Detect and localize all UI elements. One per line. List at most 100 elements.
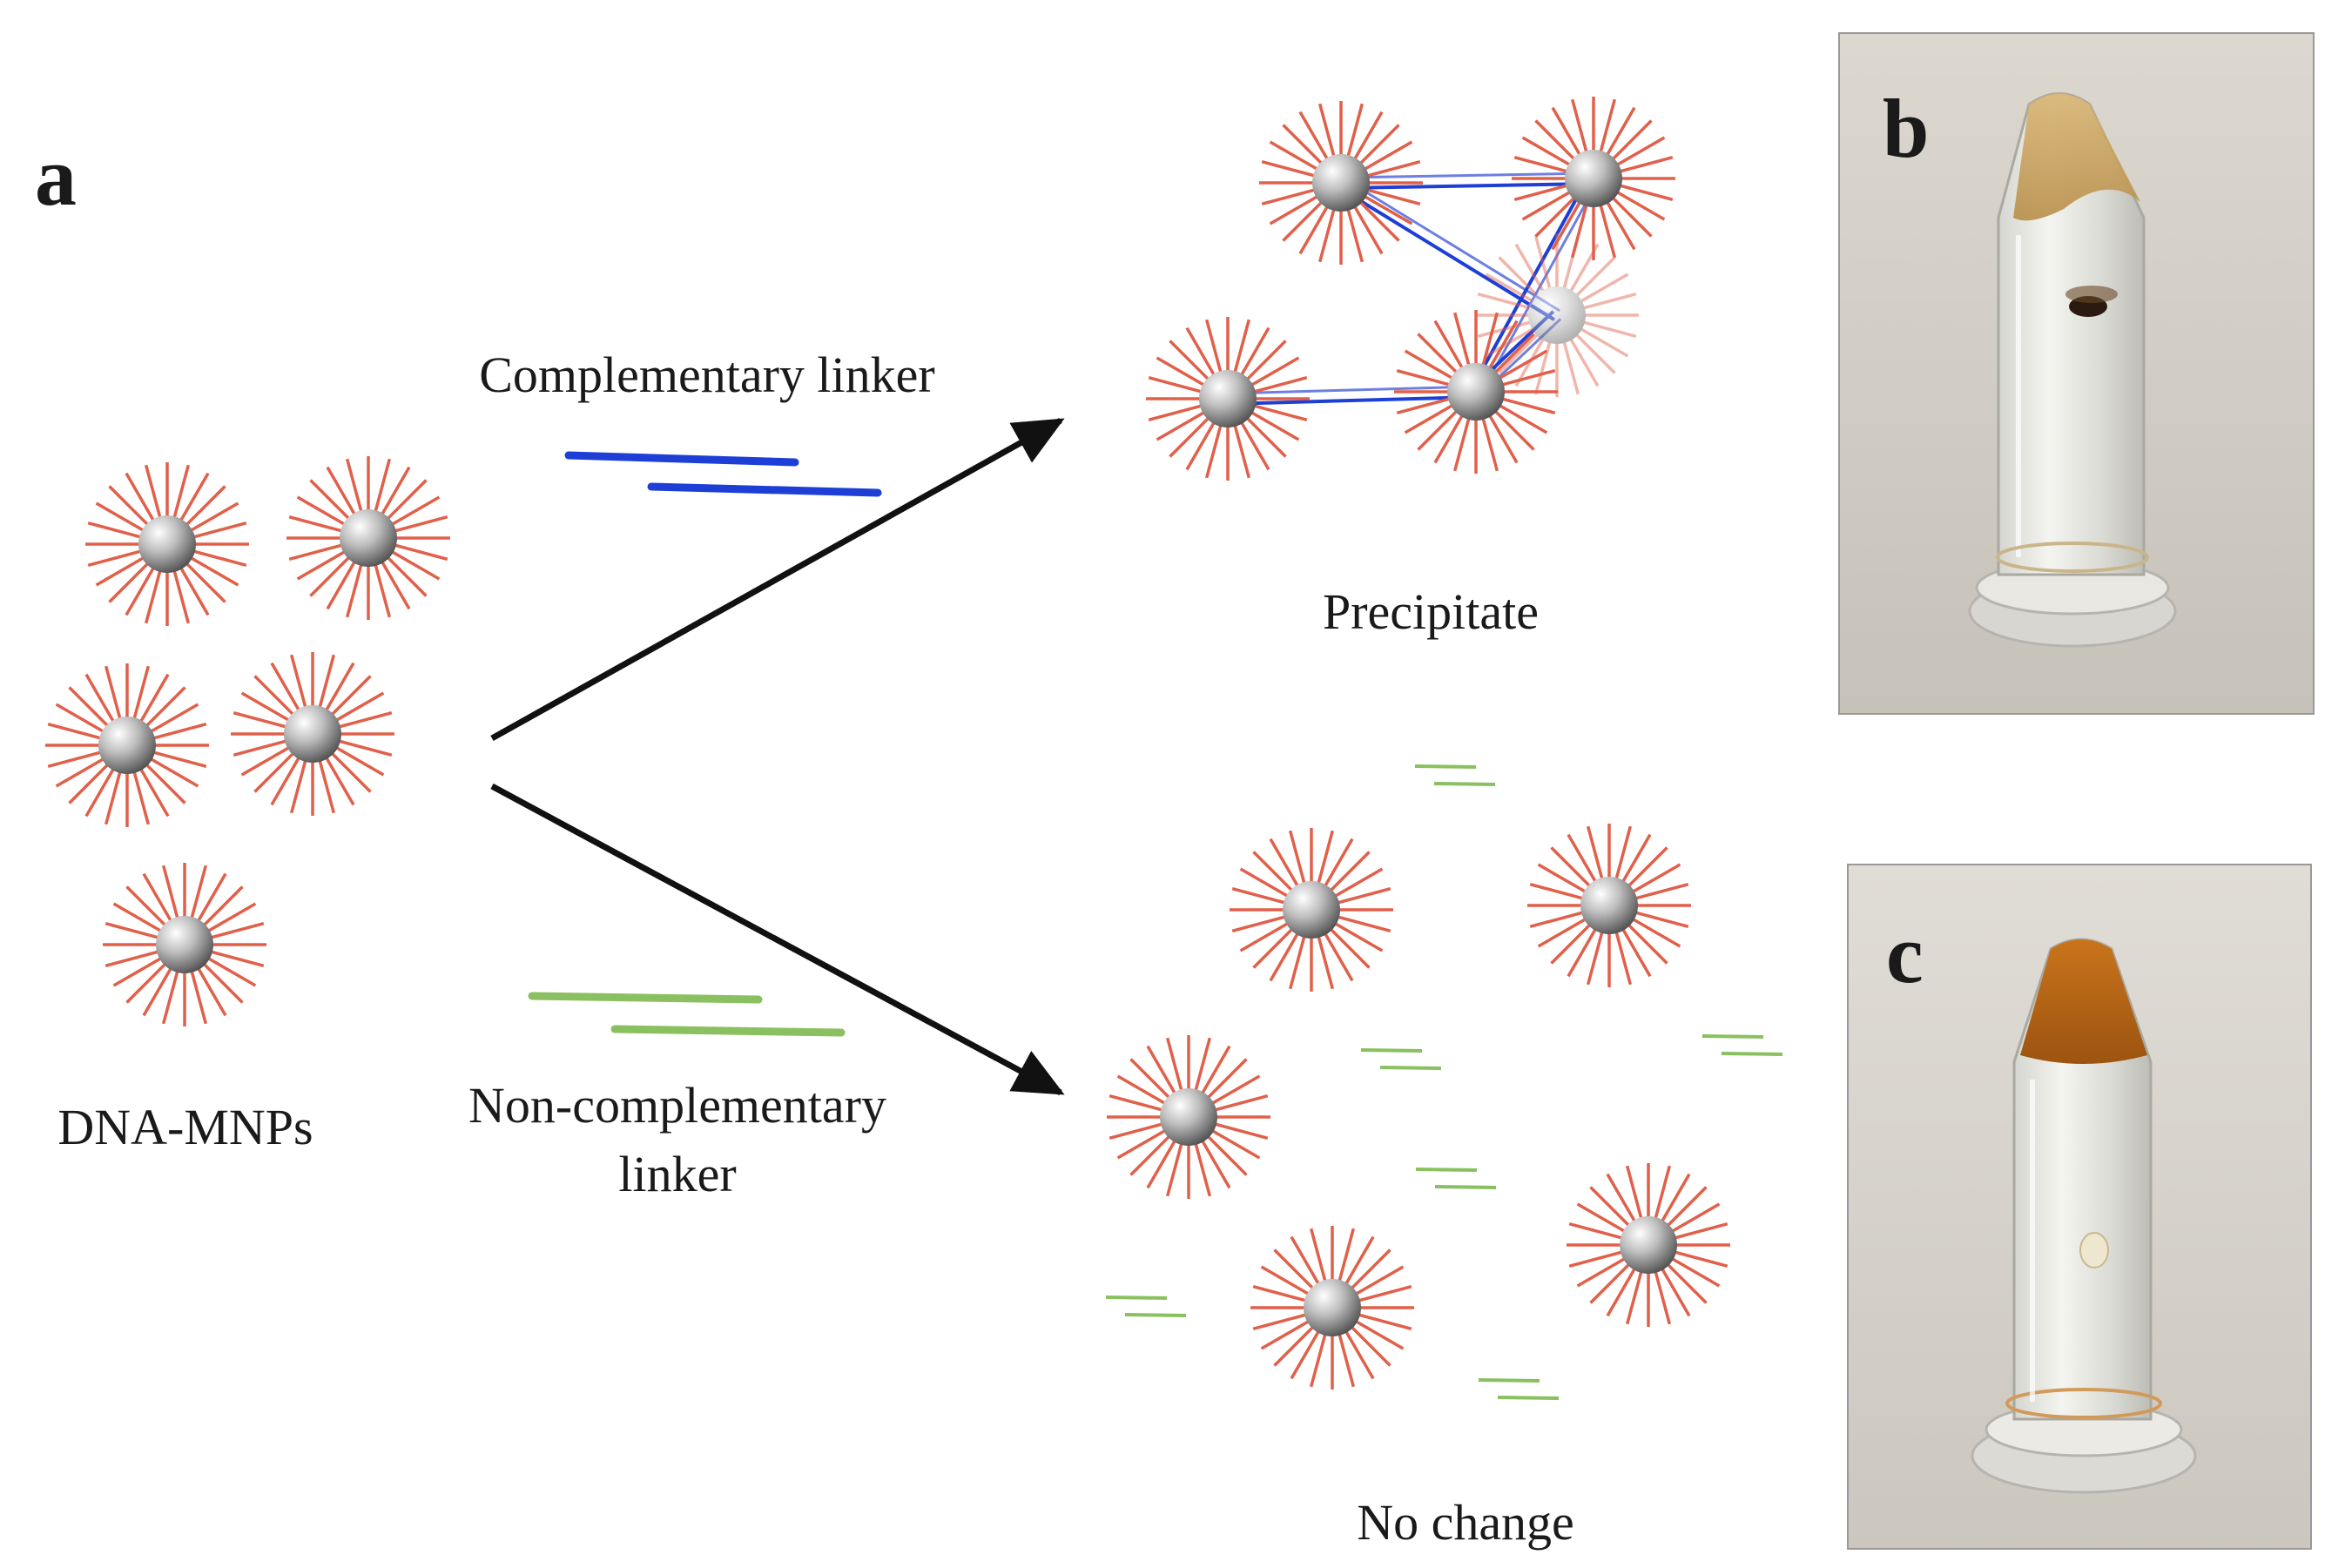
dna-strand: [1269, 140, 1325, 175]
dna-strand: [288, 542, 351, 562]
dna-strand: [1606, 1173, 1641, 1229]
dna-strand: [1240, 340, 1287, 387]
dna-strand: [1236, 414, 1270, 471]
dna-strand: [188, 962, 208, 1025]
dna-strand: [1358, 159, 1421, 179]
dna-strand: [1606, 1261, 1641, 1317]
dna-strand: [1344, 1320, 1392, 1367]
dna-strand: [1529, 882, 1592, 902]
dna-strand: [1485, 323, 1541, 358]
dna-strand: [1340, 1323, 1375, 1380]
dna-strand: [1108, 1094, 1171, 1114]
dna-strand: [1245, 375, 1308, 395]
dna-strand: [1204, 416, 1224, 479]
dna-strand: [131, 665, 151, 728]
dna-strand: [183, 501, 239, 536]
dna-strand: [326, 466, 361, 522]
dna-strand: [1243, 356, 1300, 391]
free-linker: [1360, 1048, 1442, 1070]
dna-strand: [1666, 1248, 1728, 1269]
dna-strand: [108, 485, 155, 532]
dna-strand: [1340, 1235, 1375, 1292]
dna-strand: [47, 749, 110, 769]
dna-strand: [1611, 182, 1674, 202]
dna-strand: [1252, 1284, 1315, 1304]
dna-strand: [1260, 1316, 1317, 1350]
dna-strand: [240, 742, 297, 777]
dna-strand: [87, 521, 150, 541]
dna-strand: [296, 546, 353, 581]
dna-strand: [1327, 918, 1384, 952]
dna-strand: [1290, 1323, 1324, 1380]
arrow-to-precipitate: [490, 417, 1065, 742]
dna-strand: [1116, 1074, 1173, 1109]
dispersed-dna-mnp-particle: [1107, 1035, 1270, 1199]
dna-strand: [1513, 155, 1576, 175]
dna-strand: [1534, 191, 1581, 238]
dna-strand: [345, 555, 365, 618]
dna-strand: [1324, 851, 1371, 898]
dna-strand: [1231, 416, 1251, 479]
dna-strand: [1201, 1129, 1248, 1176]
dna-strand: [1627, 909, 1689, 929]
dna-strand: [84, 761, 119, 818]
dna-strand: [1417, 333, 1464, 380]
dna-strand: [1661, 1257, 1708, 1304]
dna-strand: [1625, 1262, 1645, 1325]
dna-strand: [1550, 918, 1597, 965]
dna-strand: [1344, 103, 1365, 165]
dna-strand: [1349, 111, 1384, 167]
dna-strand: [192, 872, 227, 929]
dna-strand: [202, 921, 265, 941]
dna-strand: [1601, 106, 1636, 163]
dna-strand: [197, 957, 244, 1004]
dna-strand: [1146, 1045, 1181, 1101]
dna-strand: [183, 552, 239, 587]
dispersed-dna-mnp-particle: [1527, 824, 1691, 987]
dna-strand: [1317, 200, 1338, 263]
dna-strand: [1611, 155, 1674, 175]
dna-strand: [179, 556, 226, 603]
dna-strand: [1493, 395, 1556, 415]
dna-mnp-particle: [45, 663, 209, 827]
dna-strand: [144, 464, 164, 527]
dna-strand: [125, 885, 172, 932]
dna-strand: [1315, 927, 1335, 990]
dna-strand: [200, 952, 257, 987]
label-complementary-linker: Complementary linker: [479, 347, 934, 403]
free-linker: [1415, 1168, 1497, 1189]
dna-strand: [1350, 1311, 1412, 1331]
dna-strand: [1156, 407, 1212, 441]
dna-strand: [1240, 411, 1287, 458]
dna-strand: [1252, 1311, 1315, 1331]
dna-strand: [202, 948, 265, 968]
dna-strand: [175, 560, 210, 616]
panel-label-b: b: [1883, 82, 1929, 175]
dna-strand: [1165, 1037, 1185, 1100]
dna-strand: [104, 948, 167, 968]
dna-strand: [1513, 182, 1576, 202]
dna-strand: [1298, 111, 1333, 167]
dna-strand: [1344, 1248, 1392, 1295]
dna-strand: [1433, 407, 1468, 464]
dna-strand: [386, 515, 448, 535]
dna-strand: [1282, 195, 1329, 242]
panel-label-c: c: [1886, 907, 1924, 1000]
dna-strand: [1570, 196, 1590, 259]
dna-strand: [1148, 375, 1210, 395]
hybridized-linker: [1479, 180, 1600, 395]
dna-strand: [161, 962, 181, 1025]
dna-strand: [1597, 98, 1617, 161]
free-linker: [1701, 1034, 1783, 1056]
dna-strand: [104, 921, 167, 941]
free-non-complementary-linkers: [1105, 764, 1783, 1400]
dna-strand: [1533, 333, 1553, 395]
dna-strand: [1273, 1320, 1320, 1367]
dna-strand: [1148, 402, 1210, 422]
dna-strand: [142, 960, 177, 1017]
dna-strand: [1537, 863, 1594, 898]
dna-strand: [1586, 825, 1606, 888]
dna-strand: [1550, 846, 1597, 893]
dna-strand: [1492, 349, 1548, 384]
free-linker: [1414, 764, 1496, 786]
